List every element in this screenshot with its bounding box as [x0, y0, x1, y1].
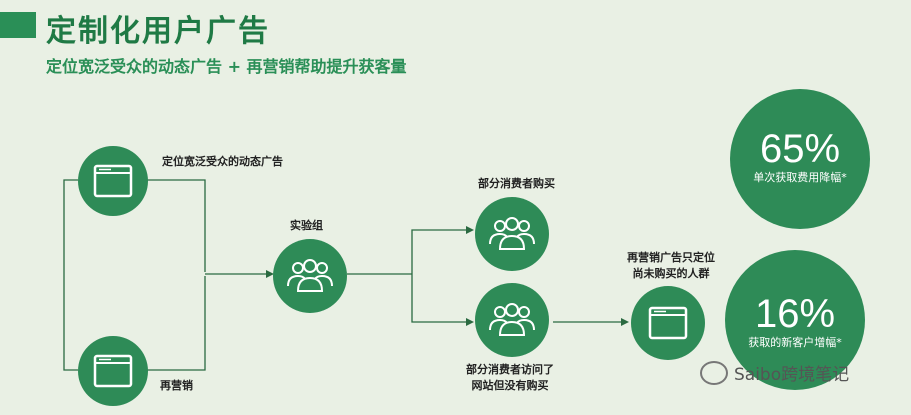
remarketing-target-line2: 尚未购买的人群 — [632, 267, 710, 280]
stat-new-customers: 16% 获取的新客户增幅* — [725, 250, 865, 390]
watermark-text: Saibo跨境笔记 — [734, 365, 850, 385]
title-accent-bar — [0, 12, 36, 38]
people-group-icon — [287, 259, 333, 292]
visited-label-line2: 网站但没有购买 — [471, 379, 549, 392]
people-group-icon — [489, 303, 535, 336]
stat2-caption: 获取的新客户增幅* — [748, 336, 842, 349]
test-group-node — [273, 239, 347, 313]
visited-node — [475, 283, 549, 357]
arrowhead-remarketing — [621, 318, 629, 326]
left-bracket — [63, 179, 78, 371]
browser-window-icon — [648, 306, 688, 340]
page-subtitle: 定位宽泛受众的动态广告 + 再营销帮助提升获客量 — [46, 57, 407, 76]
purchased-label: 部分消费者购买 — [478, 177, 555, 190]
watermark: Saibo跨境笔记 — [700, 360, 849, 385]
remarketing-label: 再营销 — [160, 379, 193, 392]
arrowhead-test-group — [266, 270, 274, 278]
remarketing-target-line1: 再营销广告只定位 — [627, 251, 715, 264]
connector-to-purchased — [411, 229, 470, 274]
dynamic-ads-node — [78, 146, 148, 216]
stat2-value: 16% — [754, 292, 836, 336]
connector-top-browser — [145, 179, 206, 272]
people-group-icon — [489, 217, 535, 250]
wechat-icon — [700, 360, 728, 385]
browser-window-icon — [93, 164, 133, 198]
visited-label: 部分消费者访问了 网站但没有购买 — [466, 362, 554, 394]
stat1-caption: 单次获取费用降幅* — [753, 171, 847, 184]
test-group-label: 实验组 — [290, 219, 323, 232]
remarketing-target-label: 再营销广告只定位 尚未购买的人群 — [627, 250, 715, 282]
dynamic-ads-label: 定位宽泛受众的动态广告 — [162, 155, 283, 168]
visited-label-line1: 部分消费者访问了 — [466, 363, 554, 376]
stat1-value: 65% — [759, 127, 841, 171]
connector-to-visited — [411, 274, 470, 323]
arrowhead-purchased — [466, 226, 474, 234]
purchased-node — [475, 197, 549, 271]
connector-bottom-browser — [145, 276, 206, 371]
remarketing-node — [78, 336, 148, 406]
page-title: 定制化用户广告 — [46, 14, 270, 49]
arrowhead-visited — [466, 318, 474, 326]
remarketing-target-node — [631, 286, 705, 360]
stat-cpa-reduction: 65% 单次获取费用降幅* — [730, 89, 870, 229]
browser-window-icon — [93, 354, 133, 388]
